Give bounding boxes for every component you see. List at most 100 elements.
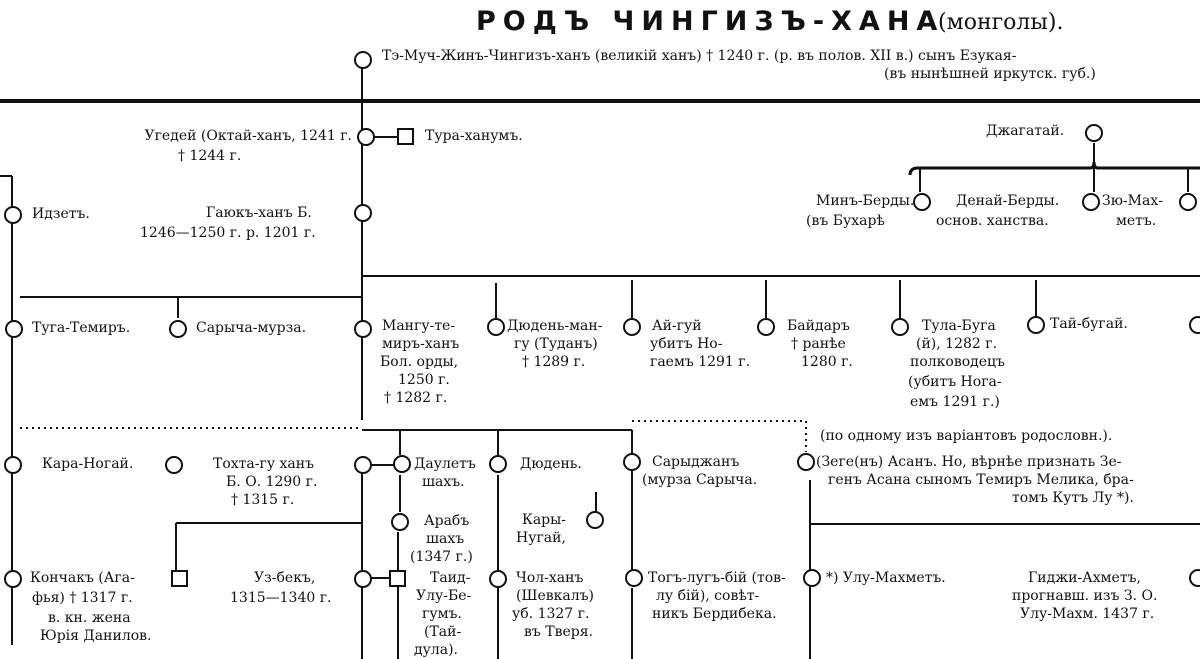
label-zyu-2: метъ. xyxy=(1116,213,1157,229)
label-arab-1: Арабъ xyxy=(424,513,470,529)
label-sarydzhan-1: Сарыджанъ xyxy=(652,454,740,470)
node-uzbek xyxy=(354,570,372,588)
label-tura: Тура-ханумъ. xyxy=(425,128,523,144)
node-mangu xyxy=(354,320,372,338)
label-konchak-4: Юрія Данилов. xyxy=(40,628,152,644)
node-baidar xyxy=(757,318,775,336)
node-gayuk xyxy=(354,204,372,222)
label-chol-1: Чол-ханъ xyxy=(516,570,584,586)
label-chol-3: уб. 1327 г. xyxy=(512,606,590,622)
label-dyuden1-1: Дюдень-ман- xyxy=(507,318,603,334)
label-toglug-2: лу бій), совѣт- xyxy=(656,588,760,604)
label-uzbek-1: Уз-бекъ, xyxy=(254,570,316,586)
label-temujin-2: (въ нынѣшней иркутск. губ.) xyxy=(884,66,1096,82)
label-toglug-3: никъ Бердибека. xyxy=(652,606,777,622)
node-min-berdy xyxy=(913,193,931,211)
label-mangu-3: Бол. орды, xyxy=(380,354,459,370)
label-arab-3: (1347 г.) xyxy=(410,549,473,565)
label-min-berdy-2: (въ Бухарѣ xyxy=(806,213,885,229)
node-tuga xyxy=(5,320,23,338)
node-jagatai xyxy=(1085,124,1103,142)
node-konchak xyxy=(4,570,22,588)
label-taid-5: дула). xyxy=(414,642,459,658)
node-temujin xyxy=(354,51,372,69)
label-arab-2: шахъ xyxy=(426,531,465,547)
node-zyu xyxy=(1179,193,1197,211)
label-kary-2: Нугай, xyxy=(516,530,566,546)
label-aigui-2: убитъ Но- xyxy=(650,336,723,352)
label-baidar-1: Байдаръ xyxy=(787,318,850,334)
label-taid-4: (Тай- xyxy=(424,624,462,640)
label-denai-1: Денай-Берды. xyxy=(956,193,1060,209)
label-tokhta-1: Тохта-гу ханъ xyxy=(213,456,314,472)
label-aigui-3: гаемъ 1291 г. xyxy=(650,354,751,370)
label-sarycha: Сарыча-мурза. xyxy=(196,320,307,336)
label-aigui-1: Ай-гуй xyxy=(652,318,702,334)
label-dyuden1-3: † 1289 г. xyxy=(522,354,586,370)
node-sarycha xyxy=(169,320,187,338)
label-dyuden2: Дюдень. xyxy=(520,456,582,472)
node-idzet xyxy=(4,206,22,224)
label-taid-2: Улу-Бе- xyxy=(416,588,472,604)
label-zege-2: генъ Асана сыномъ Темиръ Мелика, бра- xyxy=(828,472,1134,488)
label-mangu-1: Мангу-те- xyxy=(382,318,456,334)
node-dyuden2 xyxy=(489,455,507,473)
label-tula-2: (й), 1282 г. xyxy=(916,336,998,352)
square-taid xyxy=(389,570,406,587)
label-tula-1: Тула-Буга xyxy=(922,318,996,334)
node-dyuden1 xyxy=(487,318,505,336)
label-chol-4: въ Тверя. xyxy=(524,624,593,640)
label-taibugai: Тай-бугай. xyxy=(1050,316,1128,332)
node-ugedei xyxy=(357,128,375,146)
label-tula-5: емъ 1291 г.) xyxy=(910,394,1000,410)
label-ugedei-2: † 1244 г. xyxy=(178,148,242,164)
label-ugedei-1: Угедей (Октай-ханъ, 1241 г. xyxy=(144,128,352,144)
label-gayuk-2: 1246—1250 г. р. 1201 г. xyxy=(140,225,316,241)
node-edge2 xyxy=(1189,569,1200,587)
chart-title: РОДЪ ЧИНГИЗЪ-ХАНА xyxy=(476,6,945,37)
label-chol-2: (Шевкалъ) xyxy=(516,588,594,604)
label-zyu-1: Зю-Мах- xyxy=(1102,193,1163,209)
label-kara: Кара-Ногай. xyxy=(42,456,134,472)
node-ulu xyxy=(803,569,821,587)
label-taid-3: гумъ. xyxy=(422,606,462,622)
node-toglug xyxy=(625,569,643,587)
label-gidzhi-1: Гиджи-Ахметъ, xyxy=(1028,570,1141,586)
label-tokhta-3: † 1315 г. xyxy=(231,492,295,508)
chart-subtitle: (монголы). xyxy=(938,10,1064,35)
label-daulet-1: Даулетъ xyxy=(414,456,476,472)
label-mangu-2: миръ-ханъ xyxy=(382,336,460,352)
node-kary xyxy=(586,511,604,529)
label-mangu-4: 1250 г. xyxy=(398,372,450,388)
label-tula-3: полководецъ xyxy=(910,354,1005,370)
label-tuga: Туга-Темиръ. xyxy=(32,320,131,336)
label-uzbek-2: 1315—1340 г. xyxy=(230,590,332,606)
label-tokhta-2: Б. О. 1290 г. xyxy=(226,474,318,490)
label-denai-2: основ. ханства. xyxy=(936,213,1049,229)
node-tula xyxy=(891,318,909,336)
label-temujin-1: Тэ-Муч-Жинъ-Чингизъ-ханъ (великій ханъ) … xyxy=(382,48,1017,64)
label-baidar-2: † ранѣе xyxy=(791,336,846,352)
node-sarydzhan xyxy=(623,453,641,471)
node-edge xyxy=(1189,316,1200,334)
label-kary-1: Кары- xyxy=(522,512,567,528)
label-mangu-5: † 1282 г. xyxy=(384,390,448,406)
square-konchak xyxy=(171,570,188,587)
node-zege xyxy=(797,453,815,471)
node-daulet xyxy=(393,455,411,473)
label-konchak-1: Кончакъ (Ага- xyxy=(30,570,135,586)
node-arab xyxy=(391,513,409,531)
label-gayuk-1: Гаюкъ-ханъ Б. xyxy=(206,205,312,221)
node-chol xyxy=(489,570,507,588)
node-denai xyxy=(1082,193,1100,211)
node-kara-child xyxy=(165,456,183,474)
node-tokhta xyxy=(354,456,372,474)
node-taibugai xyxy=(1027,316,1045,334)
square-tura xyxy=(397,128,414,145)
label-daulet-2: шахъ. xyxy=(422,474,465,490)
label-zege-3: томъ Кутъ Лу *). xyxy=(1012,490,1134,506)
label-sarydzhan-2: (мурза Сарыча. xyxy=(642,472,758,488)
node-kara xyxy=(4,456,22,474)
